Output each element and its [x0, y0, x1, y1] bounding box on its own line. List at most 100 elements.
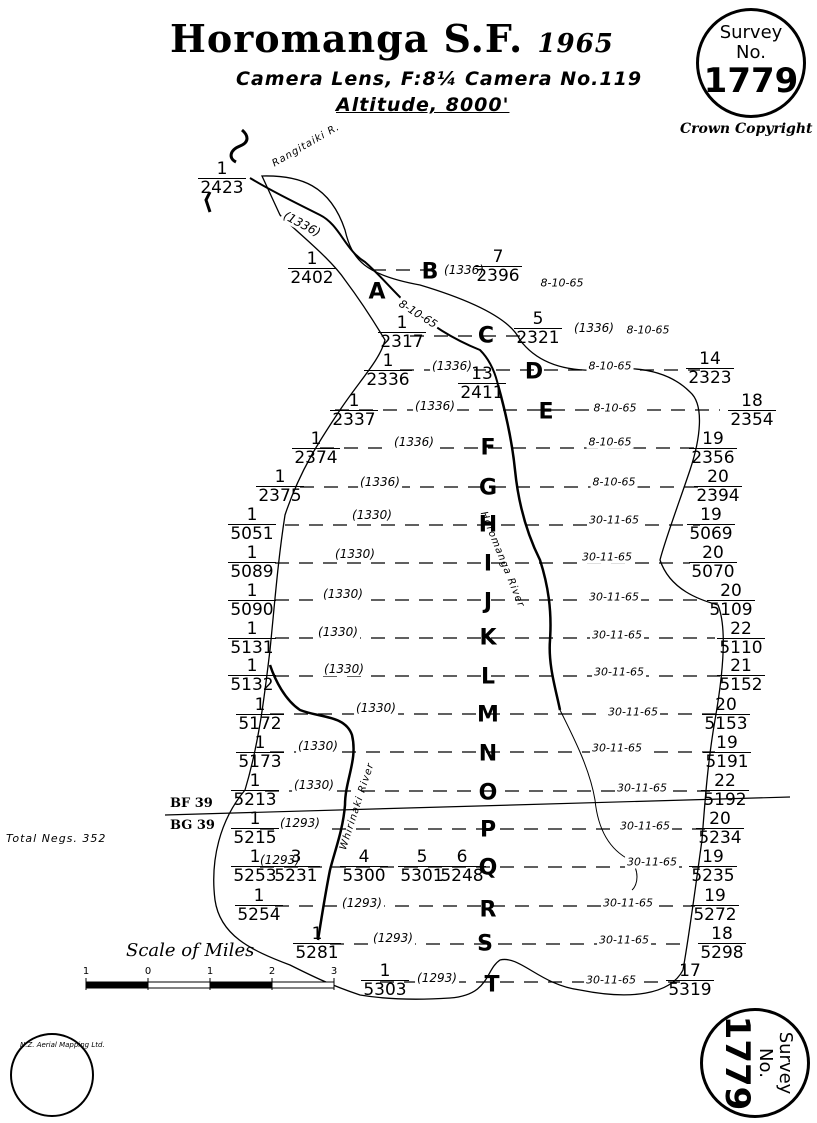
run-date-s: 30-11-65 [597, 933, 651, 947]
run-end-f-frame: 19 [702, 429, 724, 449]
altitude-line: Altitude, 8000' [336, 94, 510, 116]
extra-label-1-negative: 2423 [198, 178, 246, 197]
run-end-b-frame: 7 [492, 247, 504, 267]
run-letter-n: N [478, 741, 498, 767]
run-letter-p: P [479, 817, 497, 843]
run-letter-h: H [478, 512, 498, 538]
run-start-c-negative: 2317 [378, 332, 426, 351]
run-focal-o: (1330) [292, 778, 336, 792]
run-start-k-frame: 1 [246, 619, 258, 639]
map-title: Horomanga S.F. 1965 [170, 16, 640, 61]
run-start-i-frame: 1 [246, 543, 258, 563]
run-end-p-frame: 20 [709, 809, 731, 829]
run-date-m: 30-11-65 [606, 705, 660, 719]
run-date-g: 8-10-65 [590, 475, 638, 489]
run-start-r-frame: 1 [253, 886, 265, 906]
run-start-t-negative: 5303 [361, 980, 409, 999]
run-start-p-frame: 1 [249, 809, 261, 829]
run-end-k-frame: 22 [730, 619, 752, 639]
extra-label-7-frame: 6 [456, 847, 468, 867]
run-end-m-negative: 5153 [702, 714, 750, 733]
run-start-o-negative: 5213 [231, 790, 279, 809]
run-letter-b: B [421, 259, 439, 285]
run-end-t-frame: 17 [679, 961, 701, 981]
stamp-top-line1: Survey [719, 22, 783, 43]
title-year: 1965 [537, 29, 614, 59]
stamp-bottom-line2: No. [755, 1048, 776, 1078]
run-date-b: 8-10-65 [538, 276, 586, 290]
run-end-r-negative: 5272 [691, 905, 739, 924]
run-letter-l: L [480, 664, 496, 690]
survey-stamp-bottom: Survey No. 1779 [700, 1008, 810, 1118]
run-focal-c: (1336) [572, 321, 616, 335]
run-end-c-frame: 5 [532, 309, 544, 329]
run-end-f-negative: 2356 [689, 448, 737, 467]
run-date-p: 30-11-65 [618, 819, 672, 833]
whirinaki-river-line [268, 664, 355, 941]
bg-sheet-label: BG 39 [170, 818, 215, 833]
stamp-top-line2: No. [736, 42, 766, 63]
run-focal-g: (1336) [358, 475, 402, 489]
stamp-bottom-number: 1779 [717, 1015, 757, 1111]
run-date-k: 30-11-65 [590, 628, 644, 642]
extra-label-5-negative: 5300 [340, 866, 388, 885]
extra-label-6-frame: 5 [416, 847, 428, 867]
scale-tick-2: 0 [144, 966, 152, 977]
run-start-a-frame: 1 [306, 249, 318, 269]
run-start-o-frame: 1 [249, 771, 261, 791]
run-end-r-frame: 19 [704, 886, 726, 906]
run-start-h-frame: 1 [246, 505, 258, 525]
run-end-l-frame: 21 [730, 656, 752, 676]
run-start-f-frame: 1 [310, 429, 322, 449]
run-end-l-negative: 5152 [717, 675, 765, 694]
run-focal-n: (1330) [296, 739, 340, 753]
run-end-s-frame: 18 [711, 924, 733, 944]
bf-sheet-label: BF 39 [170, 796, 213, 811]
title-text: Horomanga S.F. [170, 16, 524, 61]
run-end-d-negative: 2323 [686, 368, 734, 387]
run-focal-e: (1336) [413, 399, 457, 413]
run-focal-d: (1336) [430, 359, 474, 373]
run-start-k-negative: 5131 [228, 638, 276, 657]
scale-tick-3: 1 [206, 966, 214, 977]
run-end-d-frame: 14 [699, 349, 721, 369]
run-date-f: 8-10-65 [586, 435, 634, 449]
run-date-l: 30-11-65 [592, 665, 646, 679]
scale-bar [85, 978, 335, 990]
run-start-a-negative: 2402 [288, 268, 336, 287]
run-end-e-frame: 18 [741, 391, 763, 411]
run-end-j-frame: 20 [720, 581, 742, 601]
run-date-n: 30-11-65 [590, 741, 644, 755]
total-negatives: Total Negs. 352 [6, 832, 107, 845]
nz-aerial-mapping-logo: N.Z. Aerial Mapping Ltd. [10, 1033, 105, 1117]
run-start-l-frame: 1 [246, 656, 258, 676]
run-end-o-negative: 5192 [701, 790, 749, 809]
run-end-i-negative: 5070 [689, 562, 737, 581]
extra-label-6-negative: 5301 [398, 866, 446, 885]
extra-label-7-negative: 5248 [438, 866, 486, 885]
run-date-h: 30-11-65 [587, 513, 641, 527]
run-letter-r: R [479, 897, 497, 923]
